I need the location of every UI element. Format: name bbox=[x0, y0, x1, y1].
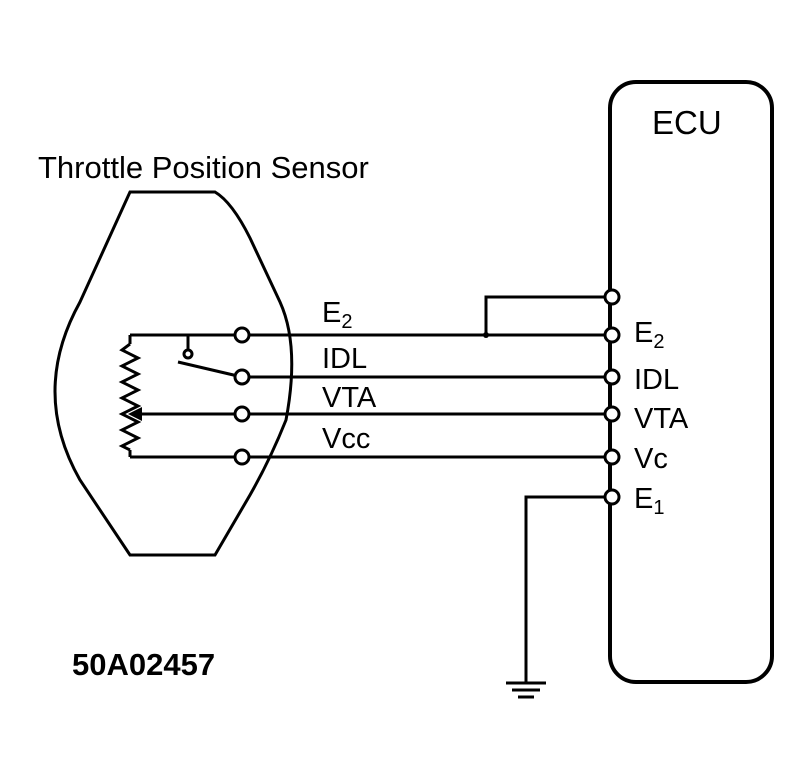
ecu-terminal-e2 bbox=[603, 326, 621, 344]
wire-label-idl: IDL bbox=[322, 343, 367, 375]
ecu-pin-label-e2: E2 bbox=[634, 317, 664, 353]
ecu-pin-label-e1: E1 bbox=[634, 483, 664, 519]
ecu-terminal-top bbox=[603, 288, 621, 306]
wire-label-e2: E2 bbox=[322, 297, 352, 333]
junction-dot bbox=[483, 332, 489, 338]
ecu-terminal-vc bbox=[603, 448, 621, 466]
ecu-terminals bbox=[603, 288, 621, 506]
ground-icon bbox=[506, 681, 546, 699]
ecu-terminal-e1 bbox=[603, 488, 621, 506]
ecu-terminal-idl bbox=[603, 368, 621, 386]
wire-label-vta: VTA bbox=[322, 382, 377, 414]
sensor-terminal-vcc bbox=[233, 448, 251, 466]
ecu-pin-label-idl: IDL bbox=[634, 364, 679, 396]
sensor-terminal-e2 bbox=[233, 326, 251, 344]
ecu-pin-label-vc: Vc bbox=[634, 443, 668, 475]
switch-blade bbox=[177, 360, 243, 379]
e2-jumper-wire bbox=[484, 295, 612, 335]
idl-switch bbox=[177, 335, 243, 379]
figure-id: 50A02457 bbox=[72, 647, 215, 682]
sensor-terminals bbox=[233, 326, 251, 466]
page-title: Throttle Position Sensor bbox=[38, 150, 369, 185]
wire-group bbox=[130, 295, 612, 683]
wiper-arrow-icon bbox=[128, 407, 142, 421]
resistor-zigzag bbox=[118, 342, 142, 452]
ecu-pin-label-vta: VTA bbox=[634, 403, 689, 435]
sensor-terminal-vta bbox=[233, 405, 251, 423]
ecu-label: ECU bbox=[652, 104, 722, 141]
ecu-terminal-vta bbox=[603, 405, 621, 423]
sensor-terminal-idl bbox=[233, 368, 251, 386]
e1-ground-wire bbox=[524, 495, 612, 683]
sensor-housing bbox=[53, 190, 294, 557]
potentiometer bbox=[118, 335, 142, 457]
wire-label-vcc: Vcc bbox=[322, 423, 370, 455]
